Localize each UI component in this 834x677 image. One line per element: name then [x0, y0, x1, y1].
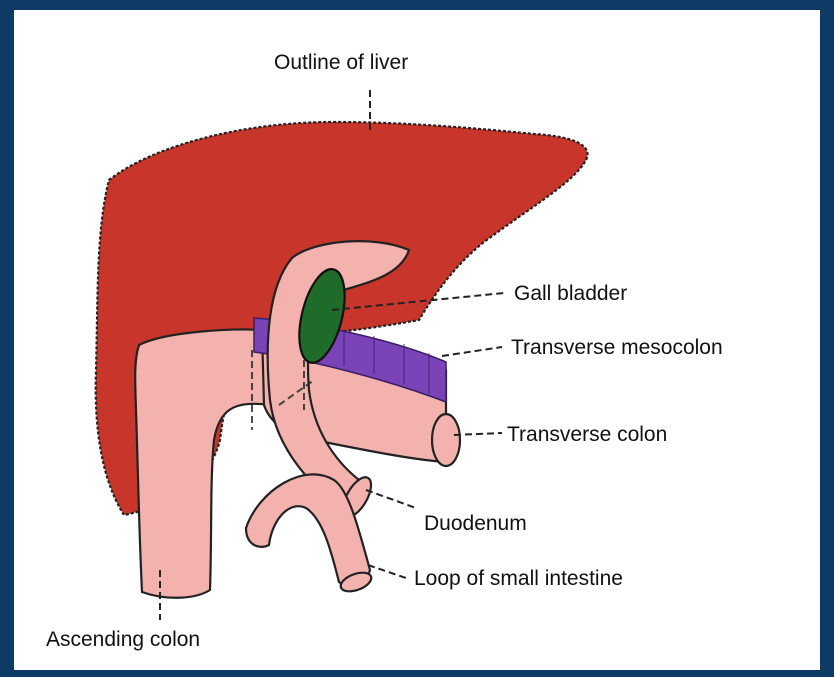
leader-transverse-mesocolon — [442, 347, 502, 356]
label-loop-of-small-intestine: Loop of small intestine — [414, 567, 623, 590]
diagram-frame: Outline of liver Gall bladder Transverse… — [14, 10, 820, 670]
leader-transverse-colon — [454, 433, 502, 435]
label-transverse-colon: Transverse colon — [507, 423, 667, 446]
label-gall-bladder: Gall bladder — [514, 282, 627, 305]
label-ascending-colon: Ascending colon — [46, 628, 200, 651]
label-duodenum: Duodenum — [424, 512, 527, 535]
ascending-colon — [135, 330, 269, 598]
anatomy-diagram: Outline of liver Gall bladder Transverse… — [14, 10, 820, 670]
leader-small-intestine — [368, 565, 406, 578]
transverse-colon-end — [432, 414, 460, 466]
label-transverse-mesocolon: Transverse mesocolon — [511, 336, 723, 359]
label-outline-of-liver: Outline of liver — [274, 51, 408, 74]
leader-duodenum — [366, 490, 416, 508]
